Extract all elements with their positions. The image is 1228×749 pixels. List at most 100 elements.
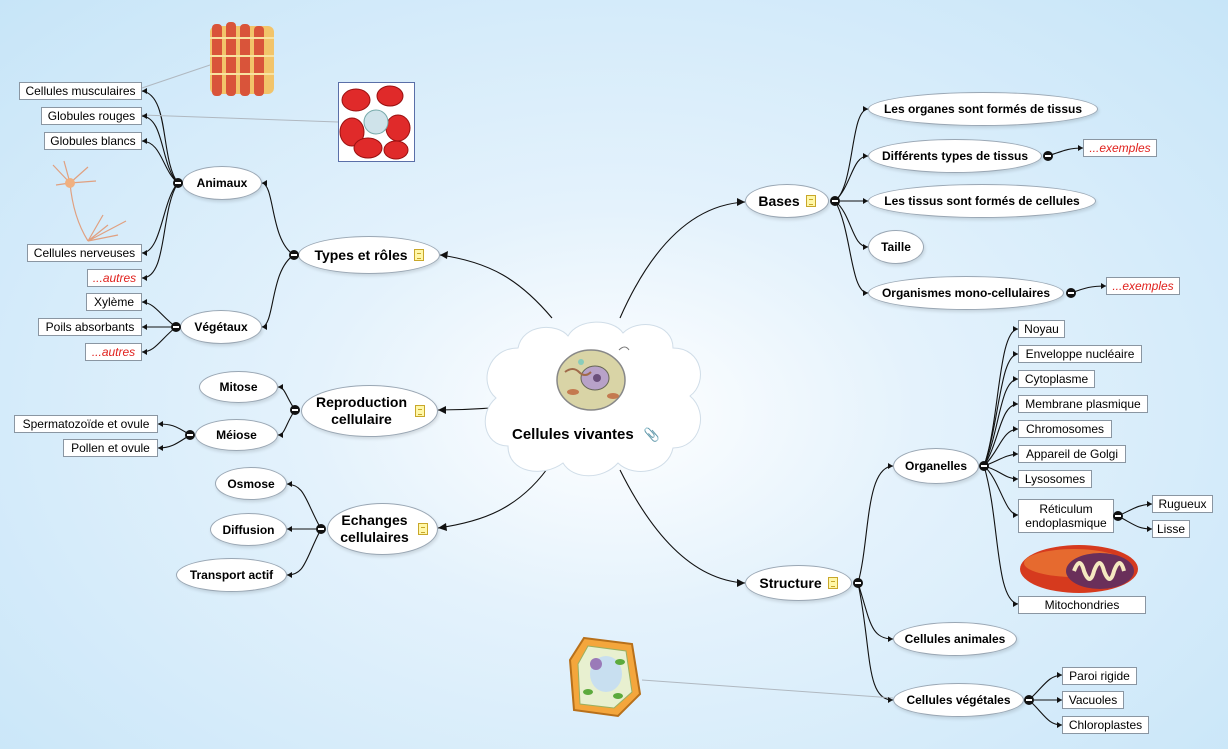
leaf-label: Globules blancs (50, 134, 136, 148)
leaf-label: Paroi rigide (1069, 669, 1130, 683)
collapse-icon[interactable] (1066, 288, 1076, 298)
leaf-label: Vacuoles (1068, 693, 1118, 707)
node-osmose[interactable]: Osmose (215, 467, 287, 500)
node-mitose[interactable]: Mitose (199, 371, 278, 403)
leaf-exemples-mono[interactable]: ...exemples (1106, 277, 1180, 295)
leaf-poils-absorbants[interactable]: Poils absorbants (38, 318, 142, 336)
node-label: Cellules végétales (906, 693, 1011, 707)
leaf-label: ...autres (92, 271, 137, 285)
note-icon[interactable] (418, 523, 428, 535)
leaf-label: Cellules musculaires (25, 84, 136, 98)
leaf-vacuoles[interactable]: Vacuoles (1062, 691, 1124, 709)
leaf-autres-vegetaux[interactable]: ...autres (85, 343, 142, 361)
note-icon[interactable] (827, 577, 838, 589)
leaf-label: Cytoplasme (1024, 372, 1089, 386)
collapse-icon[interactable] (979, 461, 989, 471)
collapse-icon[interactable] (853, 578, 863, 588)
leaf-label: Membrane plasmique (1025, 397, 1141, 411)
leaf-label: Cellules nerveuses (33, 246, 136, 260)
leaf-globules-rouges[interactable]: Globules rouges (41, 107, 142, 125)
leaf-label: Lisse (1157, 522, 1186, 536)
leaf-label: Réticulum endoplasmique (1025, 502, 1107, 530)
node-organelles[interactable]: Organelles (893, 448, 979, 484)
branch-bases-label: Bases (758, 192, 800, 209)
collapse-icon[interactable] (171, 322, 181, 332)
node-organismes-mono[interactable]: Organismes mono-cellulaires (868, 276, 1064, 310)
leaf-rugueux[interactable]: Rugueux (1152, 495, 1213, 513)
leaf-label: ...exemples (1089, 141, 1151, 155)
branch-structure[interactable]: Structure (745, 565, 852, 601)
node-tissus-cellules[interactable]: Les tissus sont formés de cellules (868, 184, 1096, 218)
leaf-xyleme[interactable]: Xylème (86, 293, 142, 311)
collapse-icon[interactable] (316, 524, 326, 534)
node-meiose-label: Méiose (216, 428, 257, 442)
leaf-enveloppe-nucleaire[interactable]: Enveloppe nucléaire (1018, 345, 1142, 363)
collapse-icon[interactable] (830, 196, 840, 206)
note-icon[interactable] (413, 249, 424, 261)
leaf-label: Pollen et ovule (71, 441, 150, 455)
branch-echanges-label: Echanges cellulaires (340, 512, 409, 545)
branch-reproduction[interactable]: Reproduction cellulaire (301, 385, 438, 437)
node-cellules-vegetales[interactable]: Cellules végétales (893, 683, 1024, 717)
node-vegetaux-label: Végétaux (194, 320, 248, 334)
note-icon[interactable] (415, 405, 425, 417)
node-organes-tissus[interactable]: Les organes sont formés de tissus (868, 92, 1098, 126)
center-title[interactable]: Cellules vivantes 📎 (512, 426, 660, 443)
node-label: Les organes sont formés de tissus (883, 102, 1083, 116)
leaf-mitochondries[interactable]: Mitochondries (1018, 596, 1146, 614)
leaf-lisse[interactable]: Lisse (1152, 520, 1190, 538)
leaf-label: Noyau (1024, 322, 1059, 336)
node-types-tissus[interactable]: Différents types de tissus (868, 139, 1042, 173)
leaf-chromosomes[interactable]: Chromosomes (1018, 420, 1112, 438)
leaf-lysosomes[interactable]: Lysosomes (1018, 470, 1092, 488)
leaf-cytoplasme[interactable]: Cytoplasme (1018, 370, 1095, 388)
leaf-label: Enveloppe nucléaire (1025, 347, 1135, 361)
node-diffusion[interactable]: Diffusion (210, 513, 287, 546)
leaf-spermatozoide-ovule[interactable]: Spermatozoïde et ovule (14, 415, 158, 433)
leaf-exemples-tissus[interactable]: ...exemples (1083, 139, 1157, 157)
paperclip-icon[interactable]: 📎 (643, 427, 661, 442)
leaf-label: Xylème (93, 295, 134, 309)
leaf-globules-blancs[interactable]: Globules blancs (44, 132, 142, 150)
leaf-paroi-rigide[interactable]: Paroi rigide (1062, 667, 1137, 685)
branch-bases[interactable]: Bases (745, 184, 829, 218)
collapse-icon[interactable] (1024, 695, 1034, 705)
leaf-label: ...autres (91, 345, 136, 359)
branch-reproduction-label: Reproduction cellulaire (316, 394, 407, 427)
collapse-icon[interactable] (289, 250, 299, 260)
mitochondria-image (1020, 545, 1138, 593)
leaf-membrane-plasmique[interactable]: Membrane plasmique (1018, 395, 1148, 413)
node-organelles-label: Organelles (904, 459, 968, 473)
collapse-icon[interactable] (173, 178, 183, 188)
branch-types-roles[interactable]: Types et rôles (298, 236, 440, 274)
node-vegetaux[interactable]: Végétaux (180, 310, 262, 344)
collapse-icon[interactable] (290, 405, 300, 415)
collapse-icon[interactable] (1043, 151, 1053, 161)
leaf-label: Lysosomes (1024, 472, 1086, 486)
leaf-label: ...exemples (1112, 279, 1174, 293)
muscle-fiber-image (210, 22, 274, 96)
node-cellules-animales[interactable]: Cellules animales (893, 622, 1017, 656)
node-meiose[interactable]: Méiose (195, 419, 278, 451)
node-label: Taille (881, 240, 911, 254)
note-icon[interactable] (805, 195, 816, 207)
branch-echanges[interactable]: Echanges cellulaires (327, 503, 438, 555)
leaf-pollen-ovule[interactable]: Pollen et ovule (63, 439, 158, 457)
node-animaux[interactable]: Animaux (182, 166, 262, 200)
collapse-icon[interactable] (185, 430, 195, 440)
node-transport-actif[interactable]: Transport actif (176, 558, 287, 592)
leaf-autres-animaux[interactable]: ...autres (87, 269, 142, 287)
leaf-chloroplastes[interactable]: Chloroplastes (1062, 716, 1149, 734)
node-taille[interactable]: Taille (868, 230, 924, 264)
leaf-reticulum[interactable]: Réticulum endoplasmique (1018, 499, 1114, 533)
leaf-noyau[interactable]: Noyau (1018, 320, 1065, 338)
leaf-cellules-musculaires[interactable]: Cellules musculaires (19, 82, 142, 100)
leaf-appareil-golgi[interactable]: Appareil de Golgi (1018, 445, 1126, 463)
branch-structure-label: Structure (759, 574, 822, 591)
leaf-label: Chromosomes (1025, 422, 1105, 436)
leaf-label: Chloroplastes (1068, 718, 1143, 732)
leaf-cellules-nerveuses[interactable]: Cellules nerveuses (27, 244, 142, 262)
collapse-icon[interactable] (1113, 511, 1123, 521)
leaf-label: Mitochondries (1044, 598, 1120, 612)
